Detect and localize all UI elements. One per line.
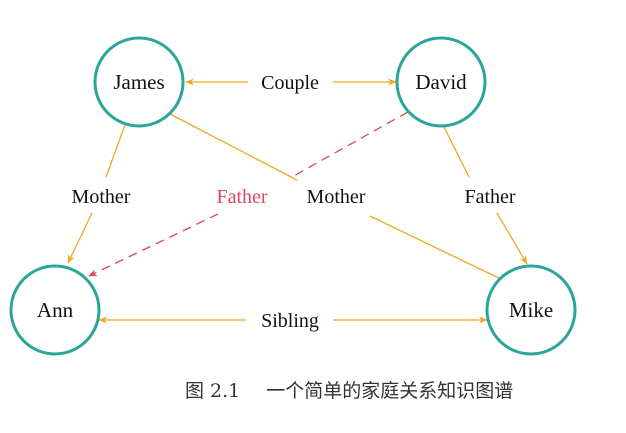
edge-label-mother-mike: Mother: [307, 186, 366, 208]
edge-label-couple: Couple: [261, 72, 319, 94]
edge-mother-mike: Mother: [169, 113, 510, 284]
node-mike: Mike: [485, 264, 577, 356]
node-label-mike: Mike: [509, 298, 553, 322]
figure-number: 图 2.1: [185, 380, 241, 402]
edge-mother-ann: Mother: [67, 124, 131, 264]
edge-couple: Couple: [185, 72, 397, 94]
edge-father-mike: Father: [442, 124, 528, 265]
edge-label-mother-ann: Mother: [72, 186, 131, 208]
edge-sibling: Sibling: [98, 310, 488, 332]
node-label-david: David: [415, 70, 467, 94]
knowledge-graph: Couple Mother Father Mother Father Sibli…: [9, 36, 577, 356]
figure-caption: 图 2.1 一个简单的家庭关系知识图谱: [185, 376, 513, 403]
edge-label-father-ann: Father: [216, 186, 267, 208]
node-label-james: James: [113, 70, 164, 94]
node-ann: Ann: [9, 264, 101, 356]
node-james: James: [93, 36, 185, 128]
node-david: David: [395, 36, 487, 128]
edge-label-sibling: Sibling: [261, 310, 319, 332]
edge-label-father-mike: Father: [464, 186, 515, 208]
node-label-ann: Ann: [37, 298, 74, 322]
edge-father-ann: Father: [88, 111, 409, 277]
figure-caption-text: 一个简单的家庭关系知识图谱: [266, 380, 514, 402]
